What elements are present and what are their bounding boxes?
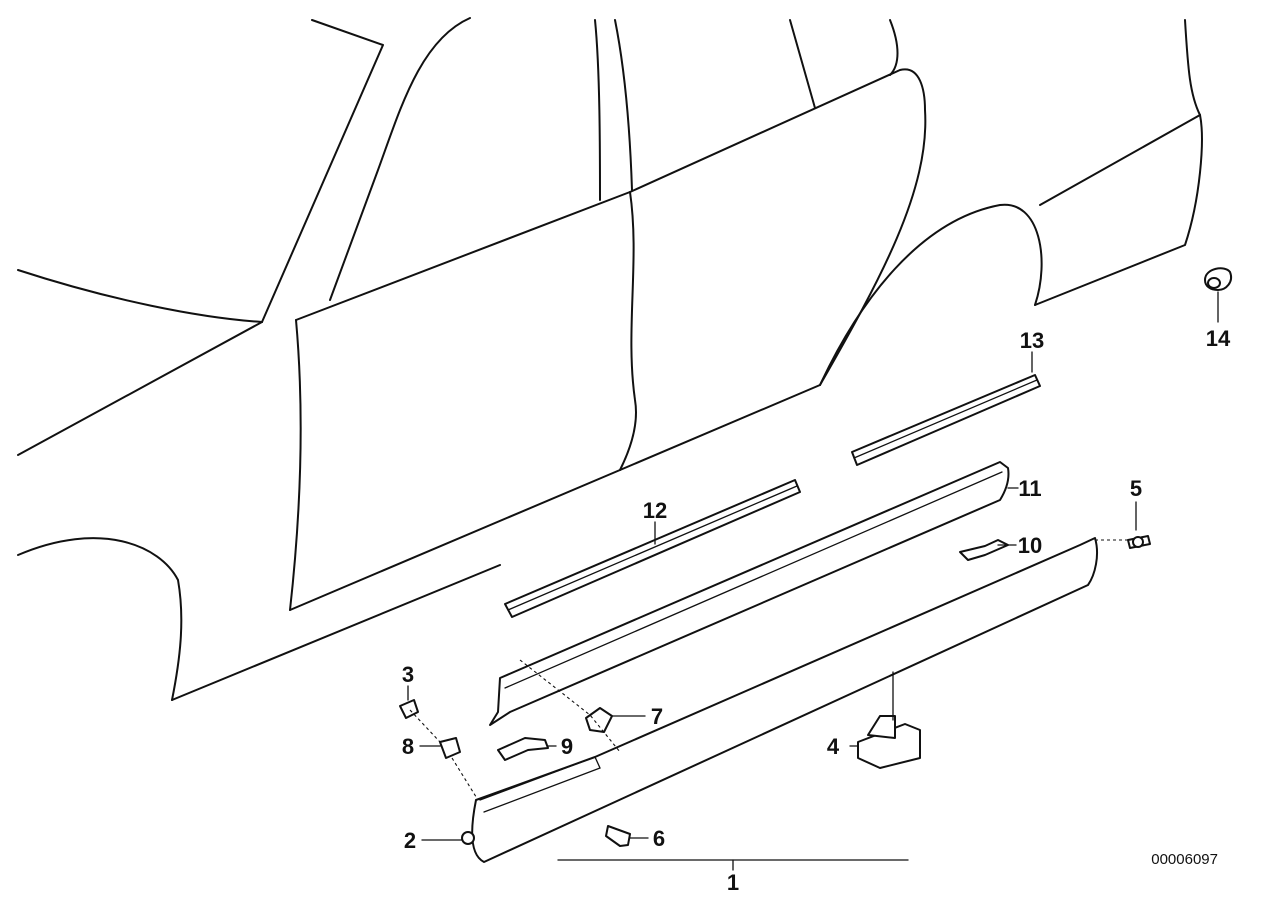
callout-5: 5 [1130, 476, 1142, 501]
callout-1: 1 [727, 870, 739, 895]
part-7-nut [585, 707, 613, 733]
part-3-clip [399, 699, 419, 719]
part-4-retainer [857, 715, 921, 769]
leader-lines [407, 291, 1219, 871]
car-body-outline [17, 17, 1203, 701]
callout-3: 3 [402, 662, 414, 687]
assembly-lines [409, 539, 1128, 801]
part-8-clip [439, 737, 461, 759]
callout-13: 13 [1020, 328, 1044, 353]
callout-4: 4 [827, 734, 840, 759]
part-6-screw [605, 825, 631, 847]
diagram-code: 00006097 [1151, 851, 1218, 868]
callout-14: 14 [1206, 326, 1231, 351]
part-12-front-door-strip [504, 479, 801, 618]
part-9-bracket [497, 737, 549, 761]
callout-7: 7 [651, 704, 663, 729]
part-1-side-skirt [461, 537, 1098, 863]
part-14-plug [1204, 267, 1232, 291]
part-11-sill-rail [489, 461, 1010, 726]
part-13-rear-door-strip [851, 374, 1041, 466]
callout-labels: 1 2 3 4 5 6 7 8 9 10 11 12 13 14 [402, 326, 1231, 895]
callout-8: 8 [402, 734, 414, 759]
callout-2: 2 [404, 828, 416, 853]
part-10-bracket [959, 539, 1009, 561]
callout-6: 6 [653, 826, 665, 851]
callout-10: 10 [1018, 533, 1042, 558]
callout-12: 12 [643, 498, 667, 523]
callout-9: 9 [561, 734, 573, 759]
part-5-clip [1127, 535, 1151, 549]
part-2-marker-hole [461, 831, 475, 845]
callout-11: 11 [1018, 476, 1041, 501]
